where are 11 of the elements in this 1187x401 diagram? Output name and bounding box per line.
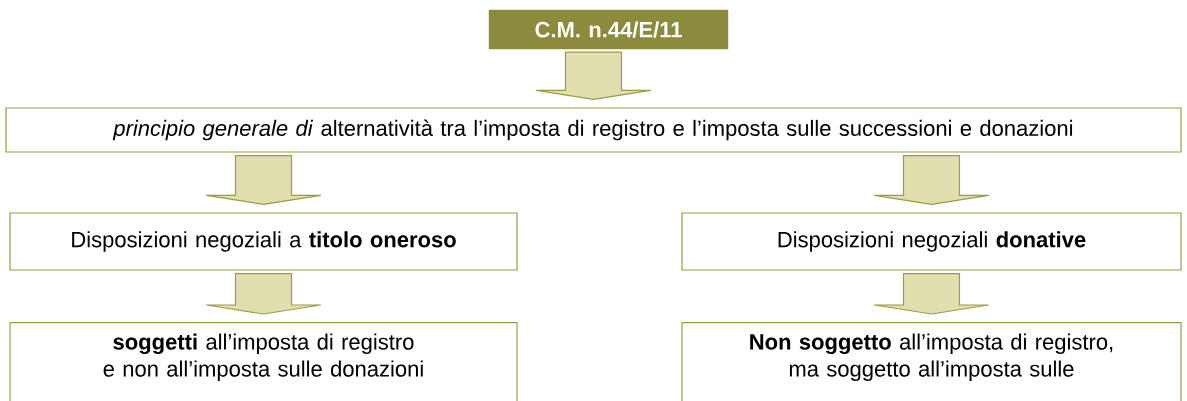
block-arrow bbox=[873, 273, 990, 315]
block-arrow bbox=[205, 273, 322, 315]
text-box: soggetti all’imposta di registro e non all’imposta sulle donazioni bbox=[9, 321, 518, 401]
text-box: Non soggetto all’imposta di registro, ma soggetto all’imposta sulle bbox=[681, 321, 1182, 401]
block-arrow bbox=[873, 155, 990, 205]
text-box: principio generale di alternatività tra l’imposta di registro e l’imposta sulle successioni e donazioni bbox=[5, 107, 1182, 153]
text-box: Disposizioni negoziali a titolo oneroso bbox=[9, 212, 518, 271]
block-arrow bbox=[535, 51, 652, 100]
heading-box: C.M. n.44/E/11 bbox=[488, 9, 729, 50]
block-arrow bbox=[205, 155, 322, 205]
text-box: Disposizioni negoziali donative bbox=[681, 212, 1182, 271]
